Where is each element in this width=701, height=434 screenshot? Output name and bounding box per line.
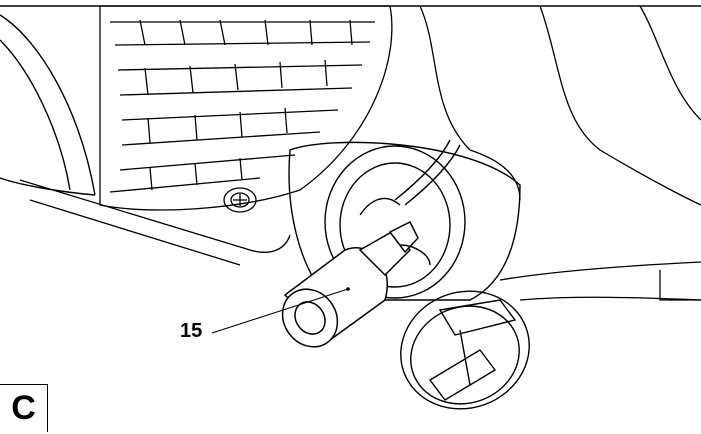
callout-leader-dot: [346, 287, 350, 291]
callout-number-15: 15: [180, 320, 203, 342]
connector-plug: [281, 220, 419, 348]
front-grille: [19, 5, 393, 266]
right-body-contours: [419, 5, 701, 301]
tow-eye-socket: [288, 141, 521, 301]
callout-leader-line: [211, 288, 349, 334]
panel-label: C: [0, 384, 48, 432]
cable: [359, 139, 461, 216]
protective-cap: [399, 244, 530, 410]
left-body-curves: [0, 14, 96, 196]
screw: [223, 187, 257, 213]
